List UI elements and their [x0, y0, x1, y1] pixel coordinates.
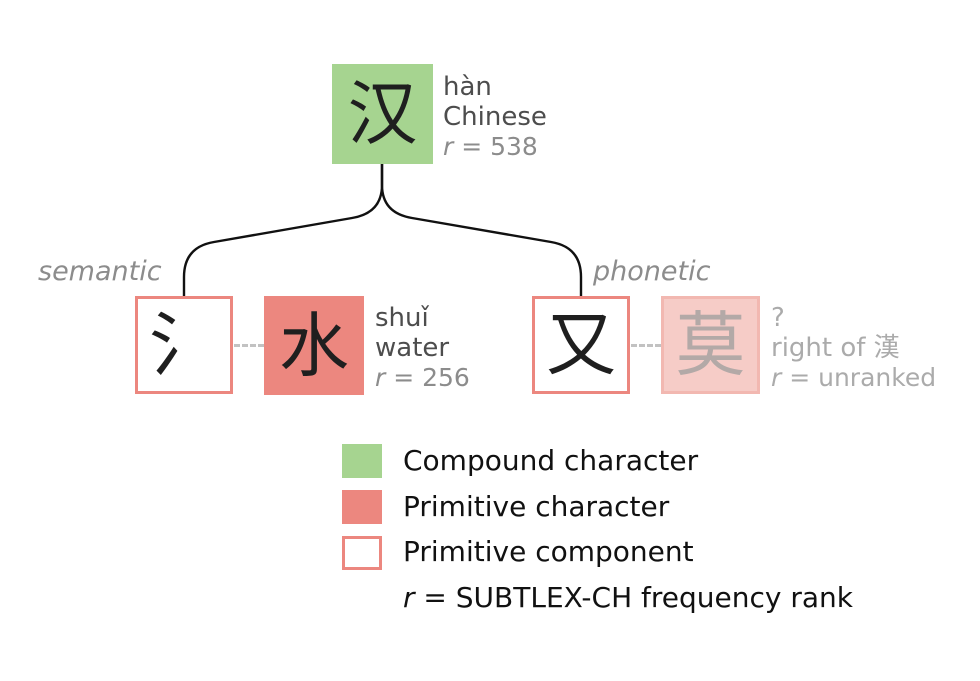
compound-character: 汉: [347, 73, 418, 155]
semantic-info: shuǐ water r = 256: [375, 303, 470, 393]
semantic-component: 氵: [149, 304, 219, 386]
semantic-rank: r = 256: [375, 363, 470, 392]
semantic-character-box: 水: [264, 296, 364, 395]
phonetic-character-box: 莫: [661, 296, 760, 394]
tree-branch-left: [182, 164, 384, 296]
phonetic-component: 又: [546, 304, 616, 386]
semantic-gloss: water: [375, 333, 450, 363]
semantic-dashed-link: [234, 344, 264, 347]
legend-swatch-compound: [342, 444, 382, 478]
legend-label-compound: Compound character: [403, 444, 699, 477]
semantic-role-label: semantic: [38, 256, 162, 287]
phonetic-gloss: right of 漢: [771, 333, 900, 363]
phonetic-pinyin: ?: [771, 303, 785, 333]
compound-pinyin: hàn: [443, 72, 492, 102]
compound-info: hàn Chinese r = 538: [443, 72, 547, 162]
semantic-character: 水: [279, 304, 349, 387]
phonetic-role-label: phonetic: [593, 256, 711, 287]
phonetic-info: ? right of 漢 r = unranked: [771, 303, 936, 393]
phonetic-component-box: 又: [532, 296, 630, 394]
semantic-pinyin: shuǐ: [375, 303, 429, 333]
semantic-component-box: 氵: [135, 296, 233, 394]
legend-swatch-primitive: [342, 490, 382, 524]
compound-character-box: 汉: [332, 64, 433, 164]
phonetic-rank: r = unranked: [771, 363, 937, 392]
legend-label-primitive: Primitive character: [403, 490, 670, 523]
tree-branch-right: [380, 164, 583, 296]
legend-label-component: Primitive component: [403, 535, 694, 568]
compound-rank: r = 538: [443, 132, 538, 161]
legend-swatch-component: [342, 536, 382, 570]
legend-rank-note: r = SUBTLEX-CH frequency rank: [403, 581, 854, 614]
phonetic-dashed-link: [631, 344, 661, 347]
phonetic-character: 莫: [675, 304, 746, 386]
compound-gloss: Chinese: [443, 102, 547, 132]
